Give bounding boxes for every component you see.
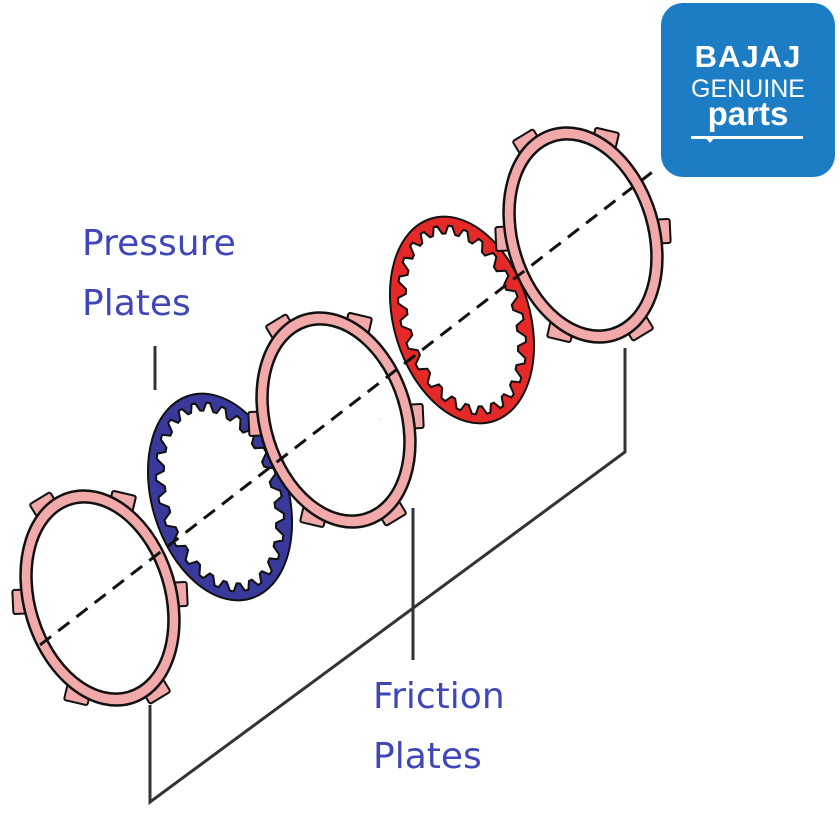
pressure-plate [147,392,293,602]
centre-axis [39,168,656,647]
plate-stack [11,126,672,707]
friction-plate [11,489,189,707]
friction-plate [494,126,672,344]
plate-ring [502,126,664,344]
brand-notch [704,136,716,143]
leader-lines [148,346,627,805]
friction-plate [247,311,425,529]
friction-plates-label: Friction Plates [373,667,593,787]
brand-parts: parts [707,95,789,132]
plate-ring [389,215,535,425]
plate-ring [147,392,293,602]
friction-label-line2: Plates [373,736,482,777]
pressure-plate [389,215,535,425]
plate-ring [255,311,417,529]
pressure-plates-label: Pressure Plates [82,214,302,334]
plate-ring [19,489,181,707]
pressure-label-line2: Plates [82,283,191,324]
brand-name: BAJAJ [694,39,802,74]
brand-underline [691,136,803,139]
friction-leader-line [148,348,627,805]
friction-label-line1: Friction [373,676,505,717]
bajaj-genuine-parts-logo: BAJAJ GENUINE parts [661,3,835,177]
pressure-label-line1: Pressure [82,223,236,264]
watermark: . [378,409,381,423]
brand-genuine: GENUINE [691,75,805,103]
